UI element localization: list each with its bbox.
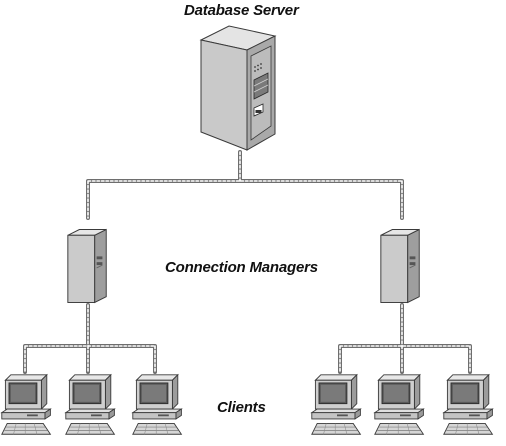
client-computer-icon — [374, 374, 424, 435]
client-computer-icon — [1, 374, 51, 435]
client-computer-icon — [443, 374, 493, 435]
database-server-label: Database Server — [184, 2, 299, 19]
connection-manager-left-icon — [67, 229, 107, 303]
database-server-icon — [200, 25, 276, 151]
network-cables — [23, 150, 472, 374]
connection-manager-right-icon — [380, 229, 420, 303]
clients-label: Clients — [217, 399, 266, 416]
client-computer-icon — [311, 374, 361, 435]
client-computer-icon — [65, 374, 115, 435]
client-computer-icon — [132, 374, 182, 435]
connection-managers-label: Connection Managers — [165, 259, 318, 276]
